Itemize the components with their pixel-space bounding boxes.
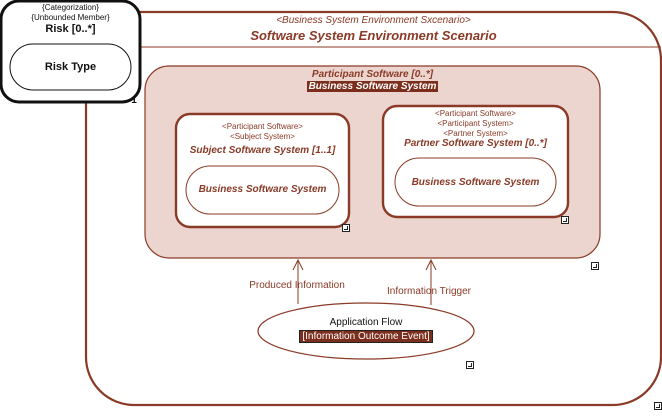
subject-inner-label: Business Software System [198,184,327,195]
information-trigger-label: Information Trigger [387,286,471,297]
environment-stereotype: <Business System Environment Sxcenario> [276,15,471,26]
subject-inner-frame[interactable] [185,165,340,215]
risk-type-frame[interactable] [9,43,132,91]
subject-stereotype-1: <Participant Software> [222,122,303,131]
partner-inner-label: Business Software System [411,177,540,188]
categorization-tab-mark: 1 [131,95,137,106]
partner-link-icon[interactable] [561,216,569,224]
application-flow-event-row: [Information Outcome Event] [258,330,474,343]
participant-highlight: Business Software System [306,81,439,92]
categorization-title: Risk [0..*] [45,23,96,35]
application-flow-title: Application Flow [329,317,403,328]
subject-stereotype-2: <Subject System> [230,132,295,141]
partner-title: Partner Software System [0..*] [404,138,547,149]
environment-title: Software System Environment Scenario [250,28,497,43]
application-flow-link-icon[interactable] [466,361,474,369]
participant-title: Participant Software [0..*] [311,69,434,80]
categorization-stereotype-1: {Categorization} [42,3,99,12]
participant-link-icon[interactable] [591,262,599,270]
partner-stereotype-3: <Partner System> [443,129,508,138]
risk-type-label: Risk Type [44,61,97,73]
categorization-stereotype-2: {Unbounded Member} [31,13,110,22]
participant-highlight-row: Business Software System [145,81,600,93]
produced-information-arrow[interactable] [292,258,304,304]
subject-title: Subject Software System [1..1] [189,145,336,156]
subject-link-icon[interactable] [342,224,350,232]
partner-stereotype-1: <Participant Software> [435,109,516,118]
environment-link-icon[interactable] [654,402,662,410]
partner-stereotype-2: <Participant System> [437,119,514,128]
produced-information-label: Produced Information [249,280,345,291]
information-trigger-arrow[interactable] [425,258,437,305]
application-flow-event: [Information Outcome Event] [299,330,433,343]
partner-inner-frame[interactable] [394,157,557,207]
